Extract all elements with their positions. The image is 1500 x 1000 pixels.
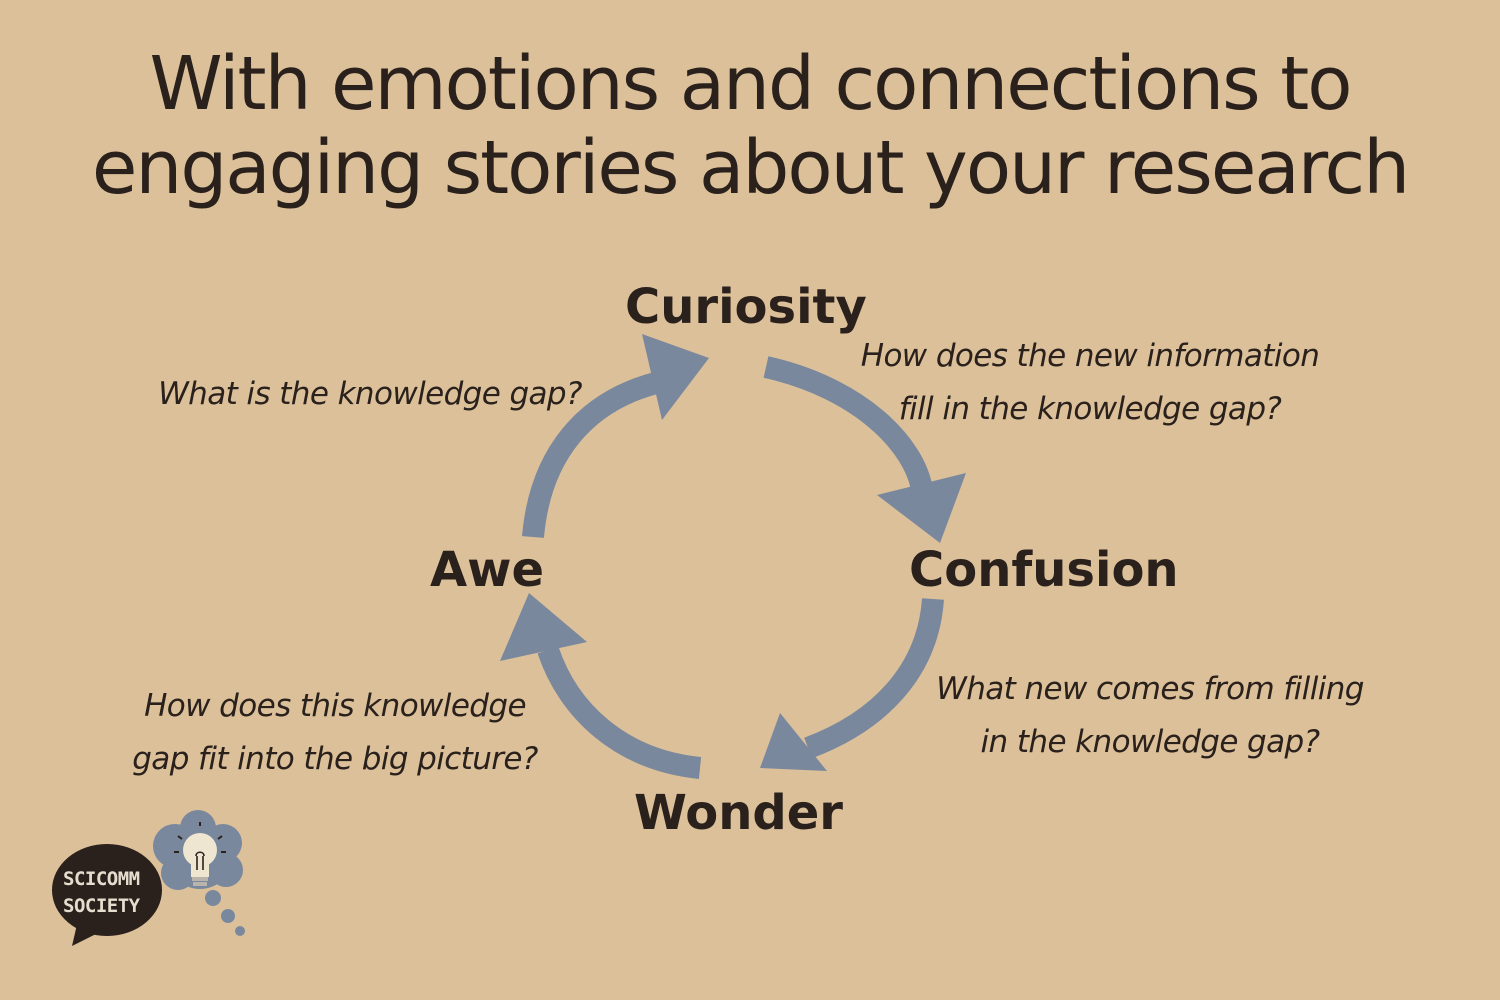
page-title: With emotions and connections to engagin… (0, 42, 1500, 210)
question-line: in the knowledge gap? (980, 724, 1321, 760)
logo-text: SCICOMM SOCIETY (63, 866, 140, 920)
page-title-line-2: engaging stories about your research (91, 125, 1410, 211)
question-line: fill in the knowledge gap? (898, 391, 1282, 427)
question-line: What is the knowledge gap? (158, 376, 582, 412)
question-line: What new comes from filling (936, 671, 1364, 707)
logo-text-line-2: SOCIETY (63, 895, 140, 917)
arrow-curiosity-to-confusion (763, 356, 966, 543)
speech-bubble-icon (52, 844, 162, 946)
scicomm-society-logo: SCICOMM SOCIETY (50, 808, 250, 953)
question-confusion-to-wonder: What new comes from filling in the knowl… (905, 663, 1395, 769)
stage-confusion: Confusion (909, 542, 1179, 598)
question-line: How does the new information (860, 338, 1320, 374)
question-curiosity-to-confusion: How does the new information fill in the… (835, 330, 1345, 436)
lightbulb-icon (174, 822, 226, 886)
question-line: gap fit into the big picture? (132, 741, 538, 777)
stage-curiosity: Curiosity (625, 279, 867, 335)
question-line: How does this knowledge (144, 688, 526, 724)
logo-text-line-1: SCICOMM (63, 868, 140, 890)
question-wonder-to-awe: How does this knowledge gap fit into the… (110, 680, 560, 786)
question-awe-to-curiosity: What is the knowledge gap? (140, 368, 600, 421)
arrow-awe-to-curiosity (522, 334, 709, 539)
logo-graphic (52, 810, 245, 946)
stage-awe: Awe (430, 542, 545, 598)
stage-wonder: Wonder (634, 785, 843, 841)
arrow-wonder-to-awe (500, 593, 702, 779)
arrow-confusion-to-wonder (760, 597, 944, 771)
page-title-line-1: With emotions and connections to (149, 41, 1352, 127)
